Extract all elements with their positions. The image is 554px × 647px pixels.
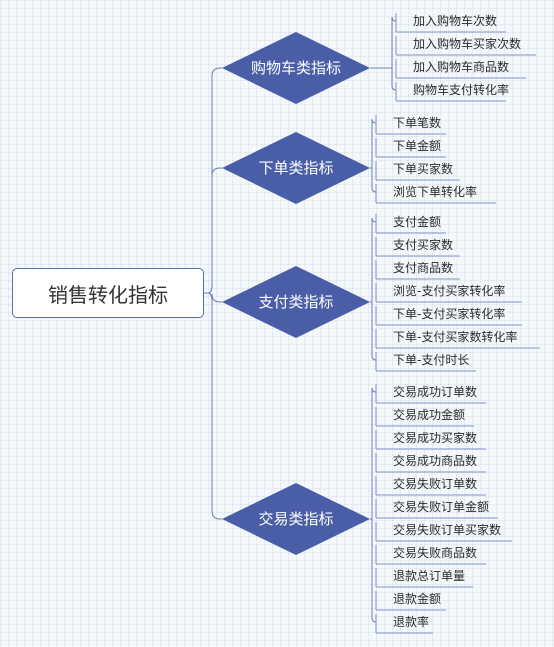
category-label: 购物车类指标 — [250, 59, 341, 77]
category-label: 交易类指标 — [258, 510, 334, 528]
leaf-item[interactable]: 支付金额 — [393, 215, 442, 229]
leaf-item[interactable]: 下单金额 — [393, 139, 442, 153]
category-diamond[interactable] — [222, 32, 370, 104]
leaf-item[interactable]: 加入购物车次数 — [413, 14, 498, 28]
leaf-item[interactable]: 购物车支付转化率 — [413, 83, 510, 97]
leaf-item[interactable]: 退款总订单量 — [393, 569, 466, 583]
leaf-item[interactable]: 交易成功商品数 — [393, 454, 478, 468]
leaf-bracket — [371, 118, 377, 168]
category-diamond[interactable] — [222, 483, 370, 555]
leaf-item[interactable]: 下单-支付买家转化率 — [393, 307, 506, 321]
leaf-item[interactable]: 下单-支付时长 — [393, 353, 470, 367]
leaf-bracket — [391, 16, 397, 68]
leaf-item[interactable]: 交易失败订单买家数 — [393, 523, 502, 537]
leaf-bracket — [371, 217, 377, 302]
leaf-item[interactable]: 交易成功金额 — [393, 408, 466, 422]
leaf-item[interactable]: 交易成功订单数 — [393, 385, 478, 399]
leaf-item[interactable]: 浏览下单转化率 — [393, 185, 478, 199]
leaf-item[interactable]: 加入购物车买家次数 — [413, 37, 522, 51]
leaf-item[interactable]: 下单笔数 — [393, 116, 442, 130]
leaf-item[interactable]: 支付买家数 — [393, 238, 454, 252]
leaf-bracket — [371, 168, 377, 193]
root-node[interactable]: 销售转化指标 — [12, 268, 204, 318]
leaf-bracket — [371, 387, 377, 519]
leaf-bracket — [371, 519, 377, 623]
leaf-item[interactable]: 交易成功买家数 — [393, 431, 478, 445]
root-label: 销售转化指标 — [48, 282, 168, 307]
leaf-item[interactable]: 浏览-支付买家转化率 — [393, 284, 506, 298]
leaf-item[interactable]: 退款金额 — [393, 592, 442, 606]
category-branch — [207, 292, 222, 520]
leaf-item[interactable]: 下单-支付买家数转化率 — [393, 330, 518, 344]
category-label: 支付类指标 — [258, 293, 334, 311]
category-label: 下单类指标 — [258, 159, 334, 177]
category-diamond[interactable] — [222, 266, 370, 338]
leaf-item[interactable]: 加入购物车商品数 — [413, 60, 510, 74]
leaf-bracket — [371, 302, 377, 361]
category-branch — [207, 167, 222, 294]
category-diamond[interactable] — [222, 132, 370, 204]
leaf-bracket — [391, 68, 397, 91]
category-branch — [207, 67, 222, 294]
leaf-item[interactable]: 下单买家数 — [393, 162, 454, 176]
leaf-item[interactable]: 支付商品数 — [393, 261, 454, 275]
leaf-item[interactable]: 交易失败订单金额 — [393, 500, 490, 514]
leaf-item[interactable]: 退款率 — [393, 615, 430, 629]
leaf-item[interactable]: 交易失败订单数 — [393, 477, 478, 491]
leaf-item[interactable]: 交易失败商品数 — [393, 546, 478, 560]
